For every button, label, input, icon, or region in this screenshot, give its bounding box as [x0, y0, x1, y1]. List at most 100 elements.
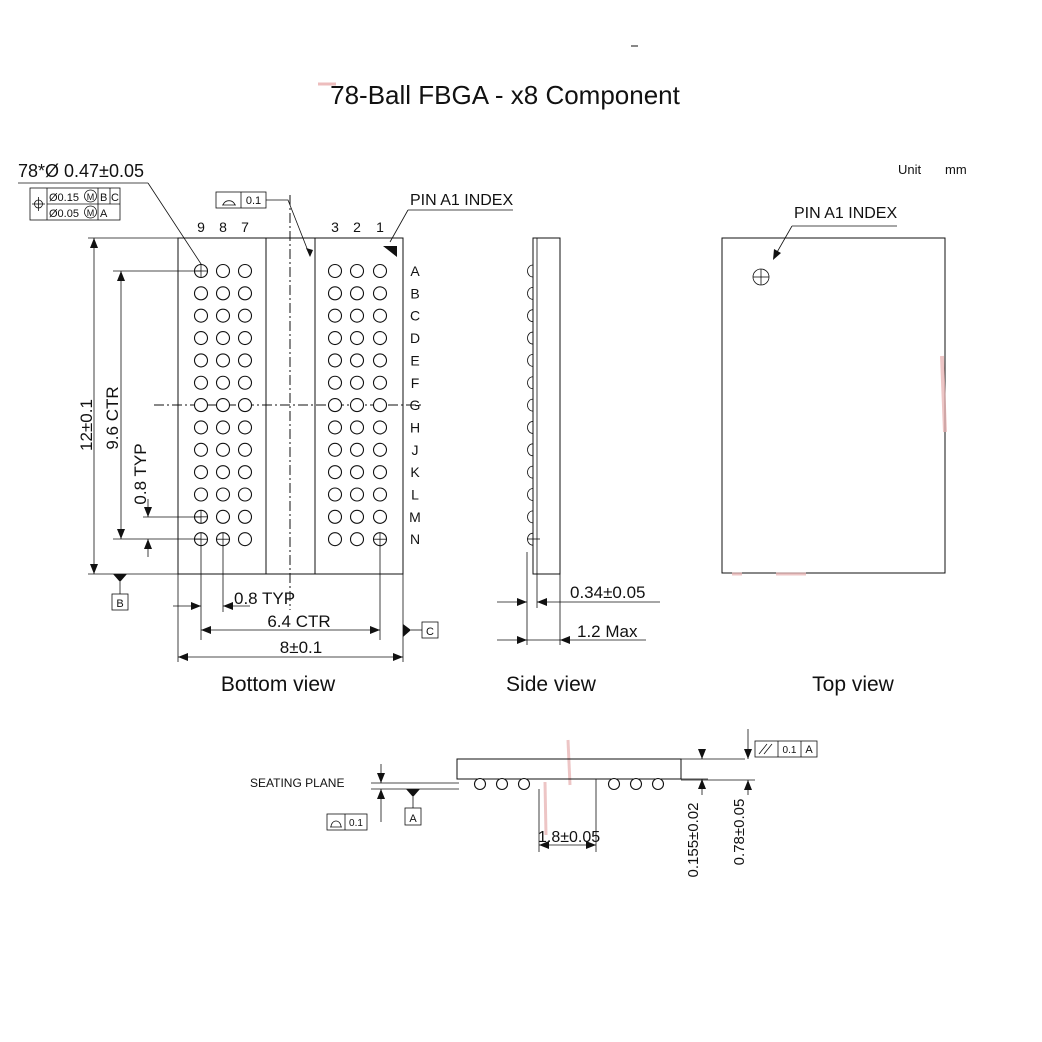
svg-text:0.8 TYP: 0.8 TYP	[131, 443, 150, 504]
bottom-view-label: Bottom view	[221, 673, 336, 696]
dim-ball-height: 0.34±0.05	[497, 583, 660, 606]
seating-plane-label: SEATING PLANE	[250, 776, 344, 790]
side-ball	[527, 398, 534, 412]
svg-text:8±0.1: 8±0.1	[280, 638, 322, 657]
profile-surface-icon	[222, 200, 236, 206]
fcf-row1-datum-c: C	[111, 192, 119, 204]
solder-ball	[193, 487, 209, 502]
detail-ball	[517, 777, 531, 791]
row-label: L	[411, 487, 419, 503]
solder-ball	[215, 465, 231, 480]
solder-ball	[327, 263, 343, 279]
solder-ball	[327, 330, 343, 346]
datum-b: B	[111, 574, 129, 611]
solder-ball	[237, 375, 253, 390]
solder-ball	[215, 509, 231, 524]
flatness-frame: 0.1	[215, 191, 267, 209]
row-label: F	[411, 375, 420, 391]
svg-text:0.34±0.05: 0.34±0.05	[570, 583, 646, 602]
svg-text:M: M	[87, 192, 95, 202]
solder-ball	[215, 263, 231, 279]
solder-ball	[372, 353, 388, 368]
side-ball	[527, 443, 534, 457]
solder-ball	[237, 286, 253, 301]
pin-a1-index-mark	[752, 268, 770, 286]
solder-ball	[215, 532, 231, 547]
pin-a1-index-label: PIN A1 INDEX	[410, 192, 513, 209]
solder-ball	[215, 330, 231, 346]
dim-body-height-detail: 0.78±0.05	[681, 729, 755, 865]
side-view-body	[532, 237, 561, 575]
side-ball	[527, 465, 534, 479]
svg-text:0.1: 0.1	[349, 818, 363, 829]
svg-text:0.1: 0.1	[783, 745, 797, 756]
solder-ball	[349, 465, 365, 480]
flatness-value: 0.1	[246, 195, 261, 207]
svg-text:A: A	[409, 813, 417, 825]
solder-ball	[372, 532, 388, 547]
detail-ball	[651, 777, 665, 791]
pin-a1-index-marker	[383, 246, 397, 257]
fcf-row1-tol: Ø0.15	[49, 192, 79, 204]
solder-ball	[349, 308, 365, 323]
solder-ball	[215, 375, 231, 390]
solder-ball	[327, 398, 343, 413]
row-label: K	[410, 464, 420, 480]
profile-surface-icon	[330, 820, 342, 828]
solder-ball	[372, 330, 388, 346]
solder-ball	[237, 442, 253, 457]
dim-ball-height-detail: 0.155±0.02	[681, 749, 745, 877]
row-label: H	[410, 419, 420, 435]
svg-text:B: B	[116, 598, 123, 610]
svg-text:1.2 Max: 1.2 Max	[577, 622, 638, 641]
solder-ball	[237, 330, 253, 346]
row-label: N	[410, 531, 420, 547]
solder-ball	[372, 465, 388, 480]
column-label: 7	[241, 219, 249, 235]
row-label: E	[410, 352, 419, 368]
fcf-row1-datum-b: B	[100, 192, 107, 204]
solder-ball	[193, 398, 209, 413]
ball-count-diameter: 78*Ø 0.47±0.05	[18, 161, 144, 181]
solder-ball	[372, 398, 388, 413]
row-label: C	[410, 308, 420, 324]
svg-text:9.6 CTR: 9.6 CTR	[103, 386, 122, 449]
solder-ball	[349, 398, 365, 413]
svg-text:A: A	[805, 744, 813, 756]
fcf-row2-tol: Ø0.05	[49, 208, 79, 220]
side-ball	[527, 376, 534, 390]
solder-ball	[372, 375, 388, 390]
solder-ball	[215, 308, 231, 323]
solder-ball	[237, 420, 253, 435]
solder-ball	[372, 308, 388, 323]
ball-array	[193, 263, 388, 547]
side-ball	[527, 331, 534, 345]
solder-ball	[349, 420, 365, 435]
flatness-leader	[266, 199, 311, 257]
detail-body	[456, 758, 682, 780]
solder-ball	[327, 509, 343, 524]
solder-ball	[193, 286, 209, 301]
solder-ball	[215, 442, 231, 457]
side-ball	[527, 510, 534, 524]
solder-ball	[215, 353, 231, 368]
solder-ball	[327, 286, 343, 301]
row-label: G	[410, 397, 421, 413]
solder-ball	[349, 286, 365, 301]
row-label: B	[410, 285, 419, 301]
solder-ball	[327, 353, 343, 368]
solder-ball	[215, 286, 231, 301]
dim-width: 8±0.1	[177, 574, 404, 662]
pin-a1-index-leader	[389, 209, 409, 243]
solder-ball	[237, 263, 253, 279]
dim-pitch-vertical: 0.8 TYP	[131, 443, 201, 557]
top-view: PIN A1 INDEX	[721, 205, 946, 574]
detail-ball-row	[473, 777, 665, 791]
column-label: 8	[219, 219, 227, 235]
svg-text:12±0.1: 12±0.1	[77, 399, 96, 451]
side-view: 0.34±0.05 1.2 Max	[497, 237, 660, 645]
dim-height: 12±0.1	[77, 237, 178, 575]
side-ball	[527, 264, 534, 278]
solder-ball	[372, 487, 388, 502]
